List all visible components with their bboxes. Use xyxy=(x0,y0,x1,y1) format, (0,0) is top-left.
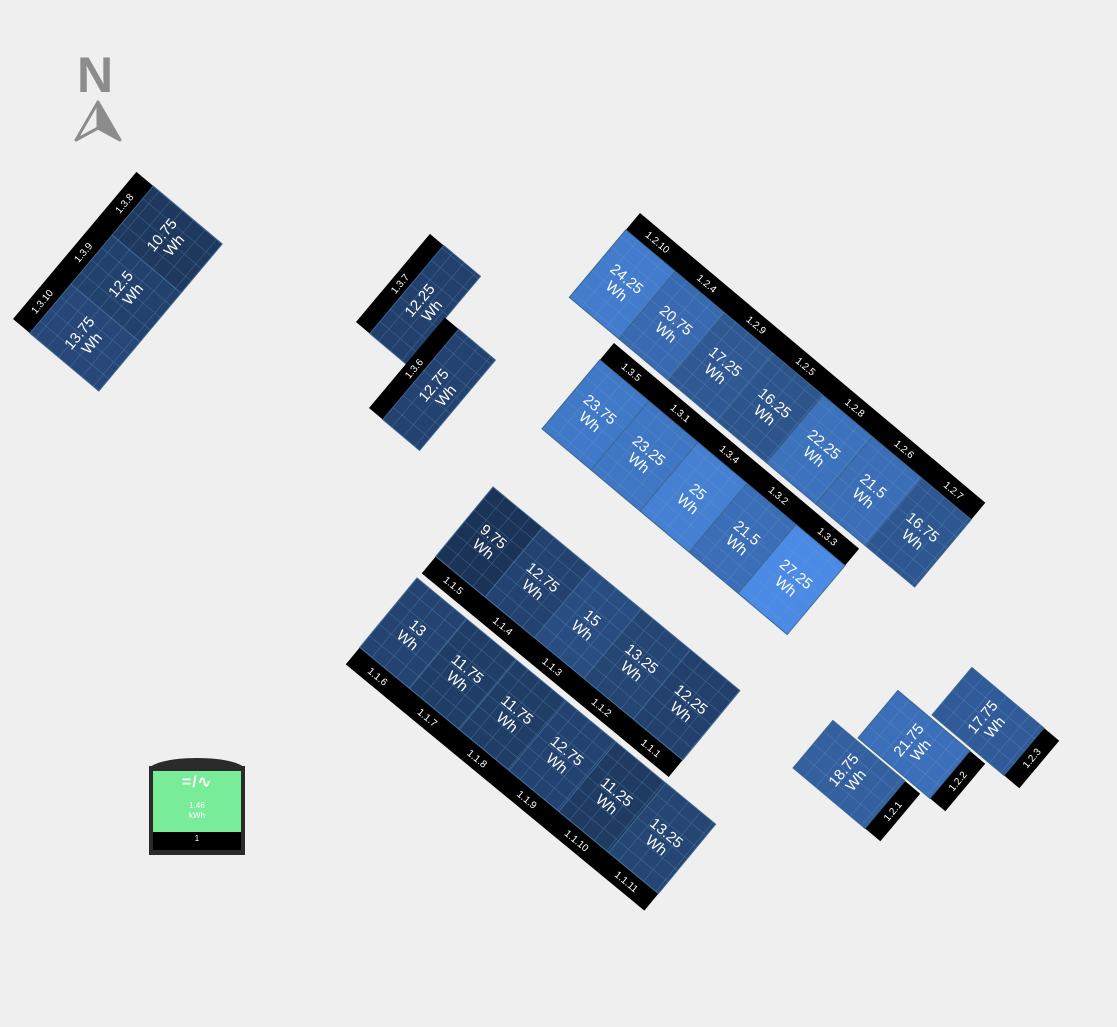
microinverter-strip xyxy=(345,647,659,911)
microinverter-strip xyxy=(369,317,459,420)
panel-cell-grid xyxy=(591,400,698,512)
panel-cell-grid xyxy=(640,442,747,553)
microinverter-strip xyxy=(13,171,154,334)
panel-cell-grid xyxy=(766,395,873,505)
panel-cell-grid xyxy=(112,186,223,293)
array-1-3-main: 23.75Wh1.3.523.25Wh1.3.125Wh1.3.421.5Wh1… xyxy=(541,343,860,636)
panel-cell-grid xyxy=(459,660,567,771)
panel-cell-grid xyxy=(689,483,796,594)
solar-panel[interactable]: 21.5Wh xyxy=(688,482,797,595)
microinverter-strip xyxy=(625,212,986,520)
panel-cell-grid xyxy=(608,783,716,894)
panel-cell-grid xyxy=(409,619,517,730)
panel-cell-grid xyxy=(29,284,140,391)
compass-north-label: N xyxy=(77,47,114,103)
inverter-energy-unit: kWh xyxy=(189,811,205,820)
inverter-gateway[interactable]: =/∿ 1.46 kWh 1 xyxy=(149,758,245,855)
panel-cell-grid xyxy=(542,359,649,470)
microinverter-strip xyxy=(865,780,921,842)
panel-cell-grid xyxy=(815,436,922,546)
panel-cell-grid xyxy=(569,229,676,339)
solar-panel[interactable]: 21.5Wh xyxy=(815,436,923,547)
panel-cell-grid xyxy=(717,354,824,463)
inverter-id: 1 xyxy=(153,832,241,850)
panel-cell-grid xyxy=(509,701,617,812)
panel-cell-grid xyxy=(793,720,905,829)
panel-cell-grid xyxy=(633,649,740,760)
north-arrow-icon xyxy=(74,100,122,142)
solar-panel[interactable]: 12.5Wh xyxy=(70,234,182,343)
microinverter-strip xyxy=(930,750,986,812)
panel-cell-grid xyxy=(485,527,592,638)
microinverter-strip xyxy=(599,343,860,566)
panel-cell-grid xyxy=(382,329,496,451)
panel-cell-grid xyxy=(583,609,691,720)
compass: N xyxy=(70,50,126,150)
panel-cell-grid xyxy=(534,568,642,679)
panel-cell-grid xyxy=(932,667,1044,776)
panel-cell-grid xyxy=(558,742,666,853)
microinverter-strip xyxy=(1004,727,1060,789)
panel-cell-grid xyxy=(70,235,182,342)
inverter-energy: 1.46 xyxy=(189,801,205,810)
panel-cell-grid xyxy=(858,690,970,799)
ac-dc-icon: =/∿ xyxy=(181,774,213,791)
inverter-screen: =/∿ 1.46 kWh xyxy=(153,771,241,832)
microinverter-strip xyxy=(356,233,444,334)
panel-cell-grid xyxy=(369,245,481,365)
panel-cell-grid xyxy=(618,271,725,381)
microinverter-strip xyxy=(421,556,683,777)
panel-cell-grid xyxy=(359,578,467,689)
panel-cell-grid xyxy=(865,478,972,588)
panel-cell-grid xyxy=(435,487,543,598)
array-1-2-main: 24.25Wh1.2.1020.75Wh1.2.417.25Wh1.2.916.… xyxy=(568,212,986,588)
panel-cell-grid xyxy=(667,312,774,422)
panel-cell-grid xyxy=(738,524,845,635)
